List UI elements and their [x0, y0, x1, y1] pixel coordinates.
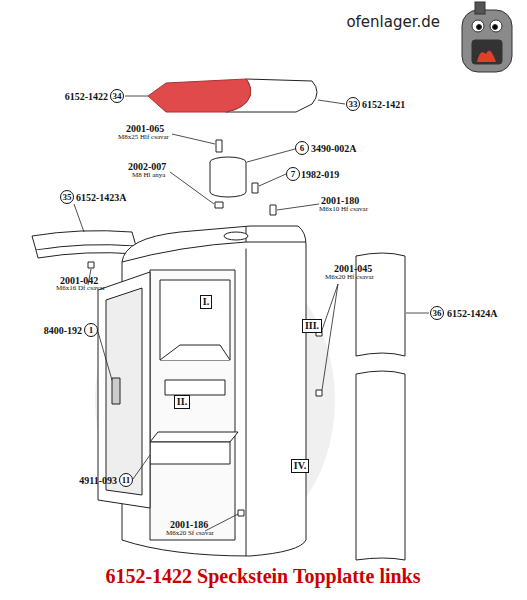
part-description: M6x10 Hf csavar: [319, 206, 368, 214]
section-box: IV.: [291, 459, 309, 473]
part-number: 2001-042: [60, 275, 98, 286]
part-number: 2002-007: [128, 161, 166, 172]
callout-circle: 6: [295, 141, 309, 155]
part-number: 6152-1421: [362, 99, 405, 110]
callout-circle: 11: [119, 473, 133, 487]
part-description: M6x20 Sf csavar: [166, 530, 214, 538]
part-description: M6x16 Df csavar: [56, 285, 105, 293]
part-number: 2001-180: [321, 195, 359, 206]
callout-circle: 34: [110, 89, 124, 103]
leader-lines: [74, 96, 429, 531]
part-number: 6152-1424A: [447, 308, 498, 319]
callout-circle: 7: [286, 167, 300, 181]
logo-text: ofenlager.de: [346, 14, 440, 31]
part-description: M8x25 Hlf csavar: [118, 134, 169, 142]
callout-number: 36: [433, 309, 442, 318]
part-description: M6x20 Hf csavar: [325, 274, 374, 282]
part-number: 6152-1422: [65, 91, 108, 102]
callout-circle: 36: [430, 306, 444, 320]
section-box: III.: [302, 319, 322, 333]
callout-number: 1: [89, 326, 94, 335]
callout-circle: 35: [60, 190, 74, 204]
callout-number: 6: [300, 144, 305, 153]
part-number: 4911-093: [79, 475, 117, 486]
part-number: 3490-002A: [311, 143, 357, 154]
callout-number: I.: [203, 297, 209, 307]
part-number: 1982-019: [301, 169, 339, 180]
callout-circle: 1: [84, 323, 98, 337]
part-number: 2001-065: [126, 123, 164, 134]
callout-number: 35: [63, 193, 72, 202]
caption: 6152-1422 Speckstein Topplatte links: [105, 565, 420, 588]
callout-number: 34: [113, 92, 122, 101]
part-number: 2001-045: [334, 263, 372, 274]
part-number: 8400-192: [44, 325, 82, 336]
callout-number: 7: [291, 170, 296, 179]
part-number: 6152-1423A: [76, 192, 127, 203]
callout-number: 11: [122, 476, 131, 485]
callout-number: III.: [305, 321, 319, 331]
stove-parts: [32, 79, 405, 560]
section-box: II.: [174, 395, 190, 409]
callout-number: 33: [349, 100, 358, 109]
part-number: 2001-186: [170, 519, 208, 530]
mascot: [462, 2, 512, 72]
section-box: I.: [200, 295, 212, 309]
callout-circle: 33: [346, 97, 360, 111]
callout-number: II.: [177, 397, 187, 407]
part-description: M8 Hl anya: [132, 172, 165, 180]
callout-number: IV.: [294, 461, 306, 471]
